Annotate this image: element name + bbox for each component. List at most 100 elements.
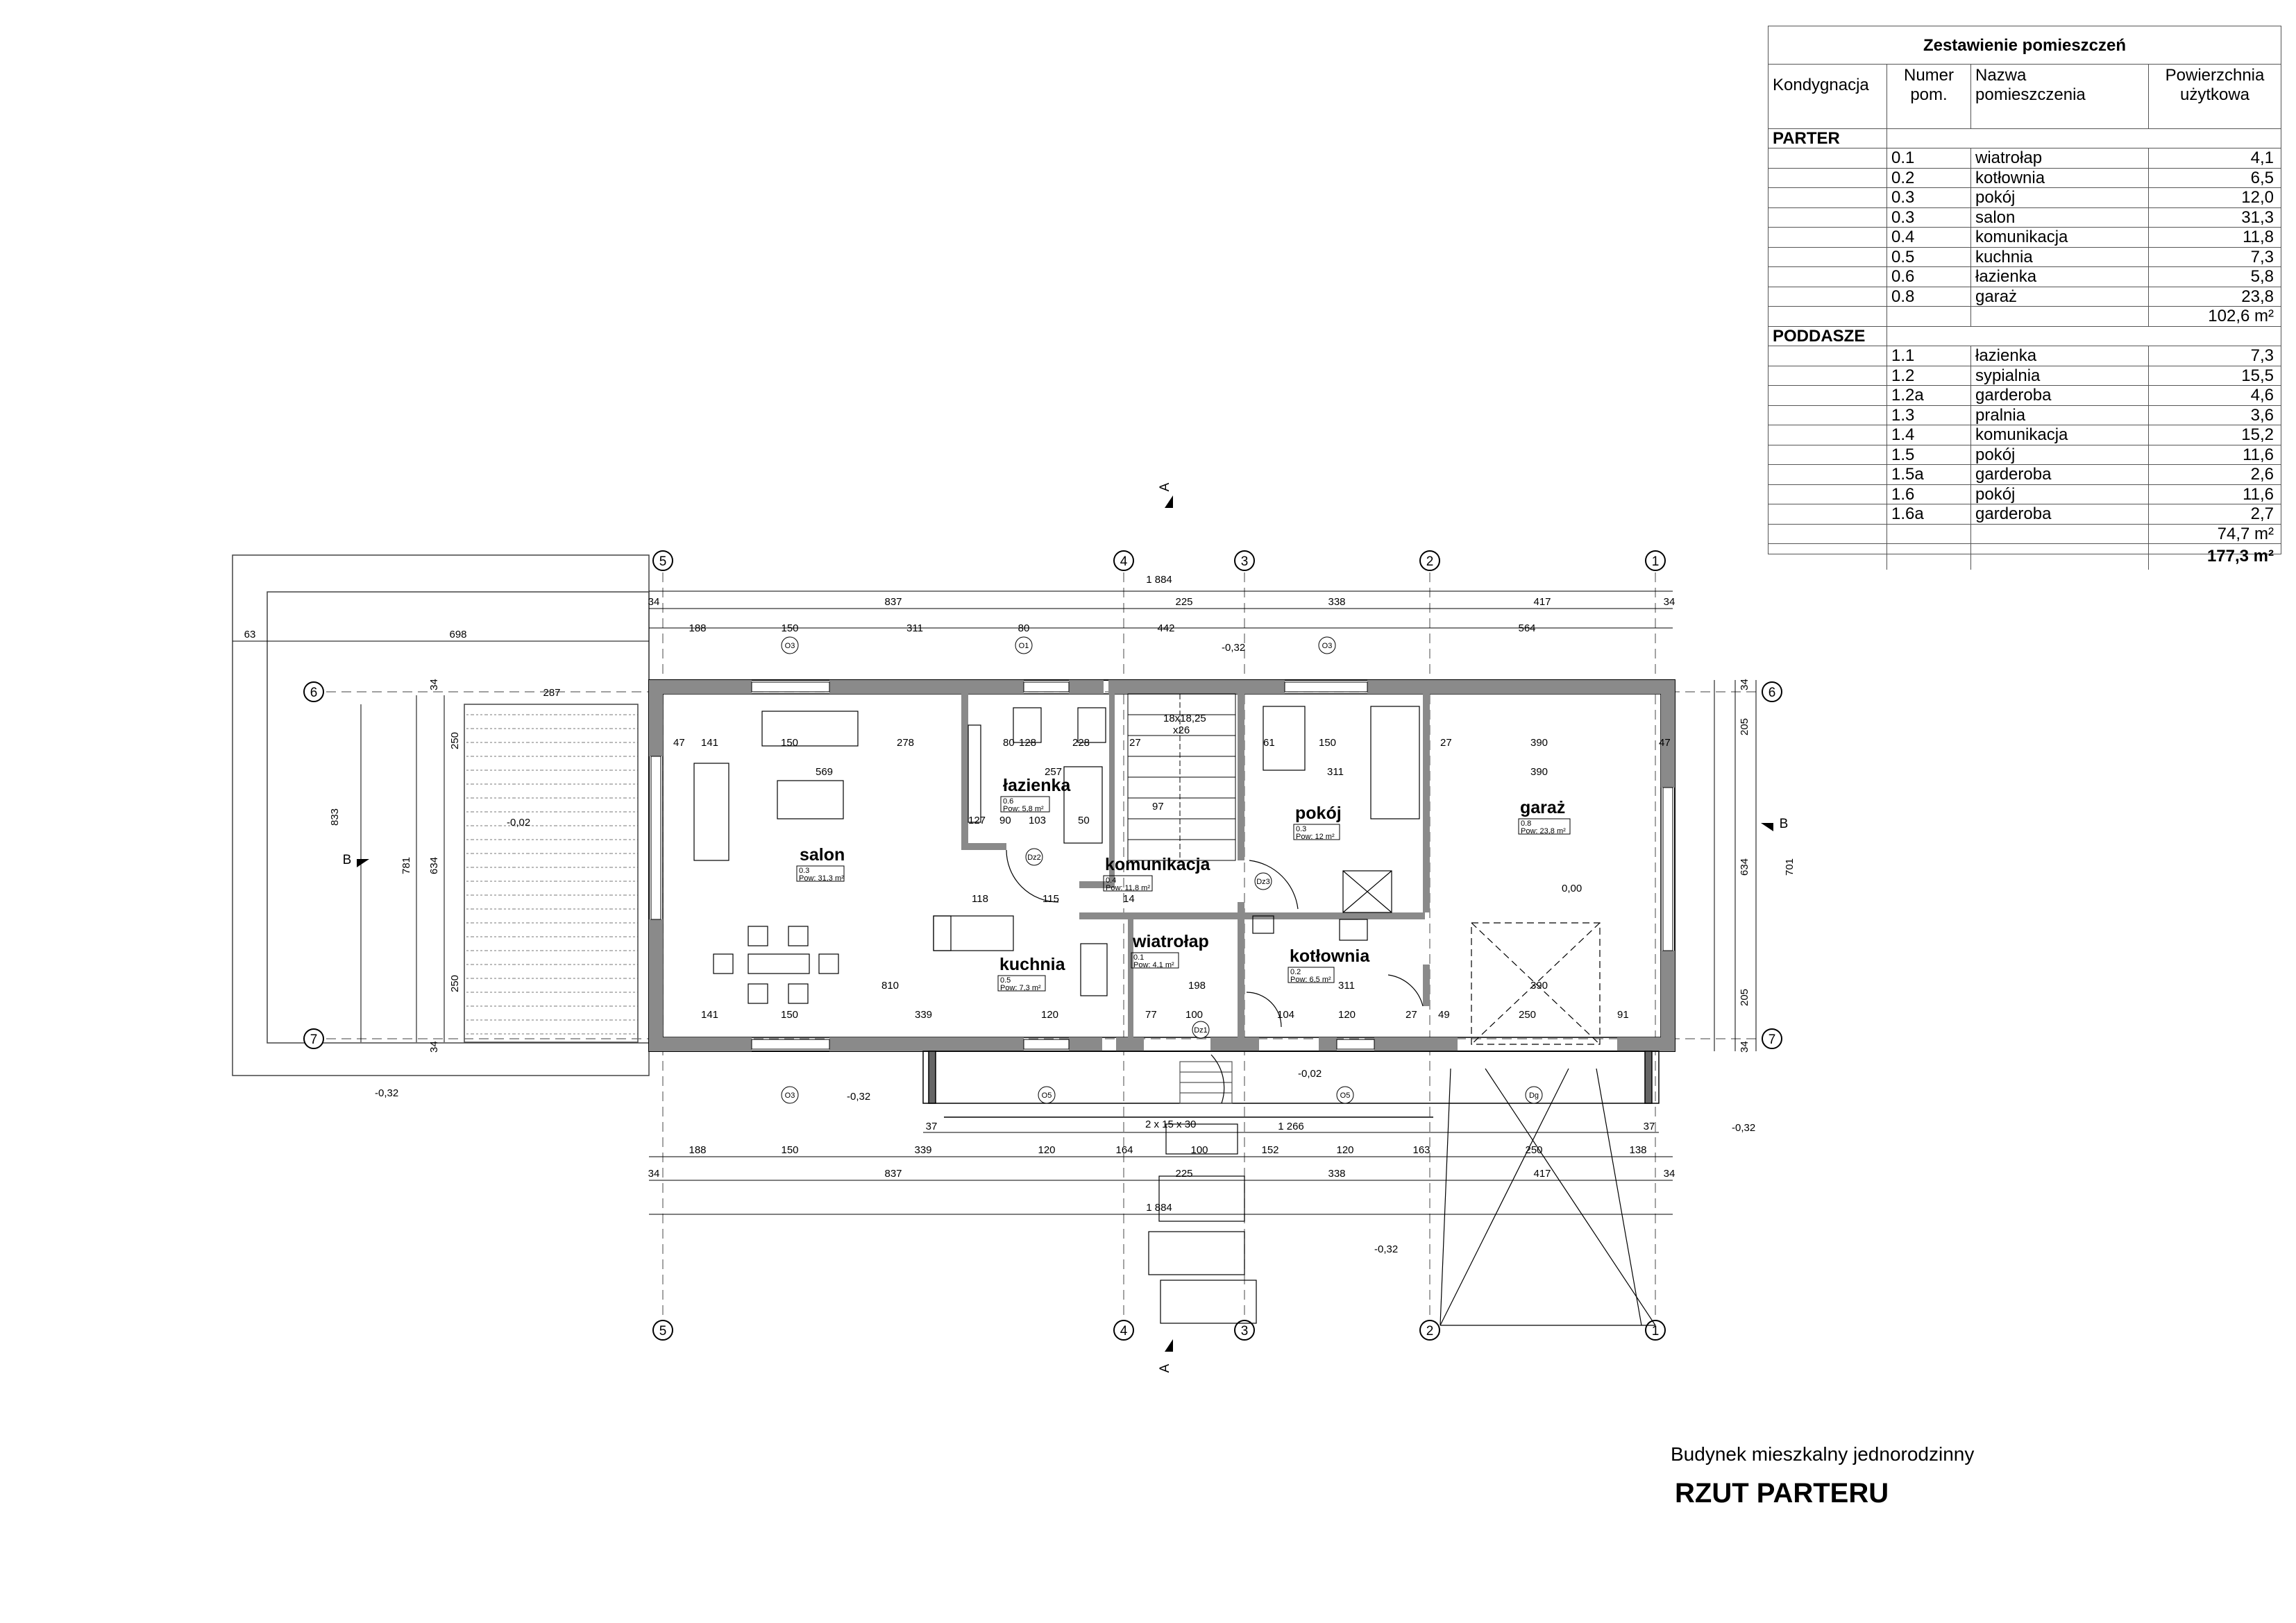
dim-right-1: 205: [1739, 718, 1750, 736]
dim-inner: 390: [1530, 980, 1548, 992]
opening-tag: O5: [1336, 1086, 1354, 1104]
name-cell: [1971, 524, 2149, 543]
svg-text:Dz2: Dz2: [1027, 853, 1041, 862]
header-area-line1: Powierzchnia: [2165, 66, 2265, 85]
wardrobe-icon: [1342, 870, 1392, 913]
door-arc-kotlownia: [1246, 992, 1282, 1028]
section-mark-b-left: B: [343, 853, 369, 867]
dim-terrace-2: 287: [543, 687, 560, 699]
dim-bottom-detail-7: 120: [1336, 1144, 1353, 1156]
room-area-salon: Pow: 31,3 m²: [799, 874, 844, 883]
dim-bottom-detail-4: 164: [1115, 1144, 1133, 1156]
sofa-side-icon: [693, 763, 729, 861]
room-labels: salon 0.3 Pow: 31,3 m² łazienka 0.6 Pow:…: [796, 776, 1571, 992]
room-schedule-table: Zestawienie pomieszczeń Kondygnacja Nume…: [1768, 26, 2281, 570]
area-cell: 4,1: [2250, 148, 2274, 167]
dim-inner: 100: [1185, 1009, 1203, 1021]
dim-left-3: 250: [449, 732, 461, 749]
number-cell: 1.4: [1887, 425, 1971, 445]
section-arrow-a-bottom: [1165, 1339, 1173, 1352]
sofa-icon: [761, 711, 859, 747]
total-area-cell: 102,6 m²: [2208, 307, 2274, 325]
terrace: [232, 554, 650, 1076]
axis-1-label: 1: [1652, 554, 1660, 569]
dim-inner: 228: [1072, 737, 1090, 749]
number-cell: [1887, 544, 1971, 570]
area-cell: 2,7: [2250, 504, 2274, 523]
poddasze-label-row: PODDASZE: [1769, 326, 2281, 346]
room-name-pokoj: pokój: [1295, 804, 1342, 823]
level-cell: [1769, 346, 1887, 366]
dim-bottom-detail-10: 138: [1629, 1144, 1646, 1156]
dim-left-4: 250: [449, 975, 461, 992]
vertical-dimension-labels: 833 781 634 250 250 34 34 34 205 634 205…: [329, 679, 1796, 1053]
room-area-lazienka: Pow: 5,8 m²: [1003, 805, 1044, 813]
dim-inner: 198: [1188, 980, 1206, 992]
area-cell: 3,6: [2250, 405, 2274, 425]
level-cell: [1769, 445, 1887, 464]
drawing-subtitle: Budynek mieszkalny jednorodzinny: [1671, 1443, 1975, 1465]
area-cell: 12,0: [2241, 188, 2274, 207]
dim-inner: 150: [1319, 737, 1336, 749]
dim-top-main-4: 417: [1533, 596, 1551, 608]
parter-label-row: PARTER: [1769, 129, 2281, 148]
header-area-line2: użytkowa: [2179, 85, 2250, 104]
axis-3-label-bottom: 3: [1241, 1324, 1249, 1339]
building-walls: [648, 679, 1675, 1052]
dim-overall-top: 1 884: [1146, 574, 1172, 586]
section-mark-a-top: A: [1158, 482, 1173, 508]
number-cell: 0.6: [1887, 267, 1971, 287]
room-pokoj: pokój 0.3 Pow: 12 m²: [1293, 804, 1342, 841]
dim-left-6: 34: [428, 1041, 440, 1053]
grand-total-row: 177,3 m²: [1769, 544, 2281, 570]
dim-top-open-1: 150: [781, 622, 798, 634]
room-num-kotlownia: 0.2: [1290, 968, 1301, 976]
dim-bottom-main-1: 837: [884, 1168, 902, 1180]
level-marker: -0,32: [1374, 1243, 1398, 1255]
area-cell: 4,6: [2250, 386, 2274, 405]
dim-bottom-open-1: 1 266: [1278, 1121, 1304, 1132]
window-kuchnia-bottom: [1023, 1039, 1070, 1050]
level-marker: -0,32: [1222, 642, 1245, 654]
dim-left-1: 781: [400, 857, 412, 874]
dining-table-icon: [748, 953, 810, 974]
section-label-b-right: B: [1780, 817, 1789, 831]
step-dimension-label: 2 x 15 x 30: [1145, 1119, 1196, 1130]
area-cell: 11,8: [2243, 228, 2274, 246]
svg-text:O3: O3: [785, 642, 795, 650]
level-cell: [1769, 425, 1887, 445]
axis-2-label-bottom: 2: [1426, 1324, 1434, 1339]
window-salon-top: [751, 681, 830, 692]
dim-bottom-open-2: 37: [1644, 1121, 1655, 1132]
dim-inner: 150: [781, 737, 798, 749]
name-cell: garderoba: [1971, 386, 2149, 405]
table-title: Zestawienie pomieszczeń: [1923, 36, 2127, 55]
axis-bubble-6-right: 6: [1762, 681, 1782, 702]
number-cell: 0.4: [1887, 228, 1971, 247]
table-header-row: Kondygnacja Numer pom. Nazwa pomieszczen…: [1769, 65, 2281, 129]
dim-inner: 77: [1145, 1009, 1157, 1021]
level-cell: [1769, 267, 1887, 287]
dim-inner: 120: [1041, 1009, 1058, 1021]
level-cell: [1769, 247, 1887, 266]
dim-inner: 90: [999, 815, 1011, 826]
opening-tag: Dg: [1525, 1086, 1543, 1104]
opening-tag: O3: [1318, 636, 1336, 654]
chair-icon: [713, 953, 734, 974]
room-num-kuchnia: 0.5: [1000, 976, 1011, 985]
axis-3-label: 3: [1241, 554, 1249, 569]
total-area-cell: 74,7 m²: [2217, 524, 2274, 543]
door-arc-lazienka: [1006, 849, 1059, 903]
axis-bubble-4-top: 4: [1113, 550, 1134, 571]
dim-inner: 390: [1530, 737, 1548, 749]
dim-right-2: 634: [1739, 858, 1750, 876]
axis-bubble-3-top: 3: [1234, 550, 1255, 571]
axis-1-label-bottom: 1: [1652, 1324, 1660, 1339]
axis-4-label: 4: [1120, 554, 1128, 569]
axis-4-label-bottom: 4: [1120, 1324, 1128, 1339]
room-area-kotlownia: Pow: 6,5 m²: [1290, 976, 1331, 984]
